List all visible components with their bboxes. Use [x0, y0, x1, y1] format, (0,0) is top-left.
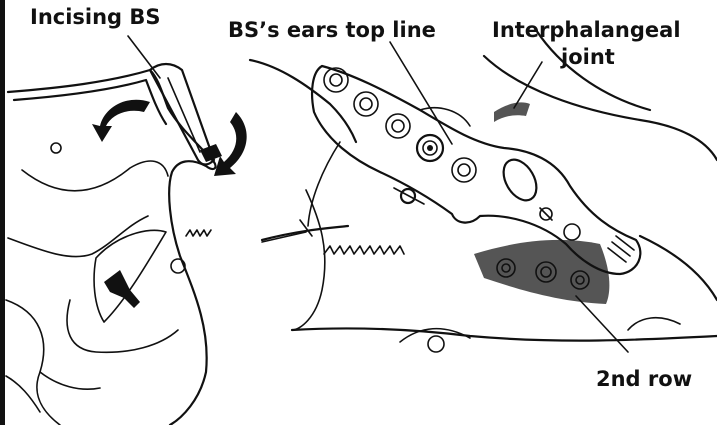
pin-arrow-icon — [104, 270, 140, 308]
interphalangeal-highlight — [494, 102, 530, 122]
label-second-row: 2nd row — [596, 367, 692, 391]
right-illustration — [250, 30, 717, 352]
rotate-right-arrow-icon — [214, 112, 247, 176]
leader-ears-top-line — [390, 42, 452, 144]
left-illustration — [6, 64, 247, 425]
label-interphalangeal-line2: joint — [560, 45, 615, 69]
leader-interphalangeal — [514, 62, 542, 108]
bone-hole — [51, 143, 61, 153]
left-border — [0, 0, 5, 425]
leader-second-row — [576, 296, 628, 352]
plate-holes — [324, 68, 634, 262]
rotate-left-arrow-icon — [92, 100, 150, 142]
label-interphalangeal-line1: Interphalangeal — [492, 18, 681, 42]
label-incising-bs: Incising BS — [30, 5, 161, 29]
label-ears-top-line: BS’s ears top line — [228, 18, 436, 42]
